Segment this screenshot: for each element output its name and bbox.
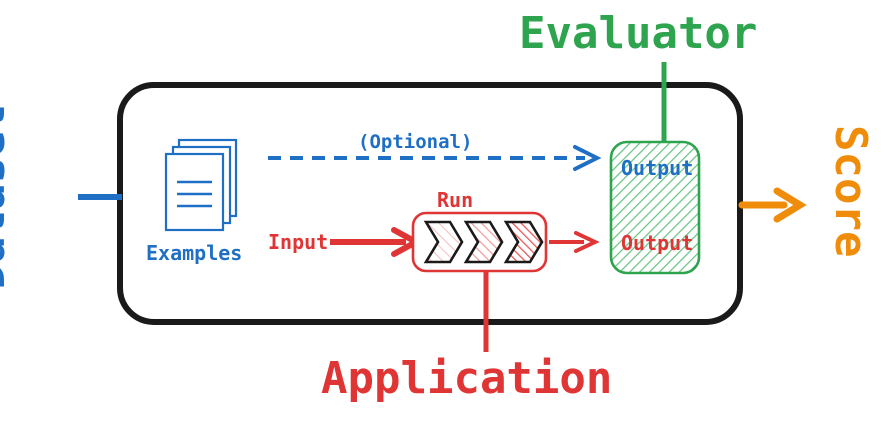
optional-arrow xyxy=(268,145,602,171)
examples-label: Examples xyxy=(146,241,243,265)
run-label: Run xyxy=(437,188,474,212)
run-box xyxy=(411,211,548,273)
run-chevron-3 xyxy=(503,220,544,264)
output-box xyxy=(609,140,701,275)
dataset-label: Dataset xyxy=(0,104,15,290)
run-chevron-2 xyxy=(463,220,504,264)
output-generated-label: Output xyxy=(621,231,694,255)
run-output-arrow xyxy=(549,231,600,253)
output-reference-label: Output xyxy=(621,156,694,180)
input-label: Input xyxy=(268,230,329,254)
score-arrow xyxy=(738,187,807,223)
application-label: Application xyxy=(321,353,613,404)
optional-label: (Optional) xyxy=(358,131,473,153)
examples-icon xyxy=(164,138,238,232)
score-label: Score xyxy=(825,125,876,258)
run-chevron-1 xyxy=(423,220,464,264)
evaluator-label: Evaluator xyxy=(519,8,758,59)
input-arrow xyxy=(330,227,423,257)
